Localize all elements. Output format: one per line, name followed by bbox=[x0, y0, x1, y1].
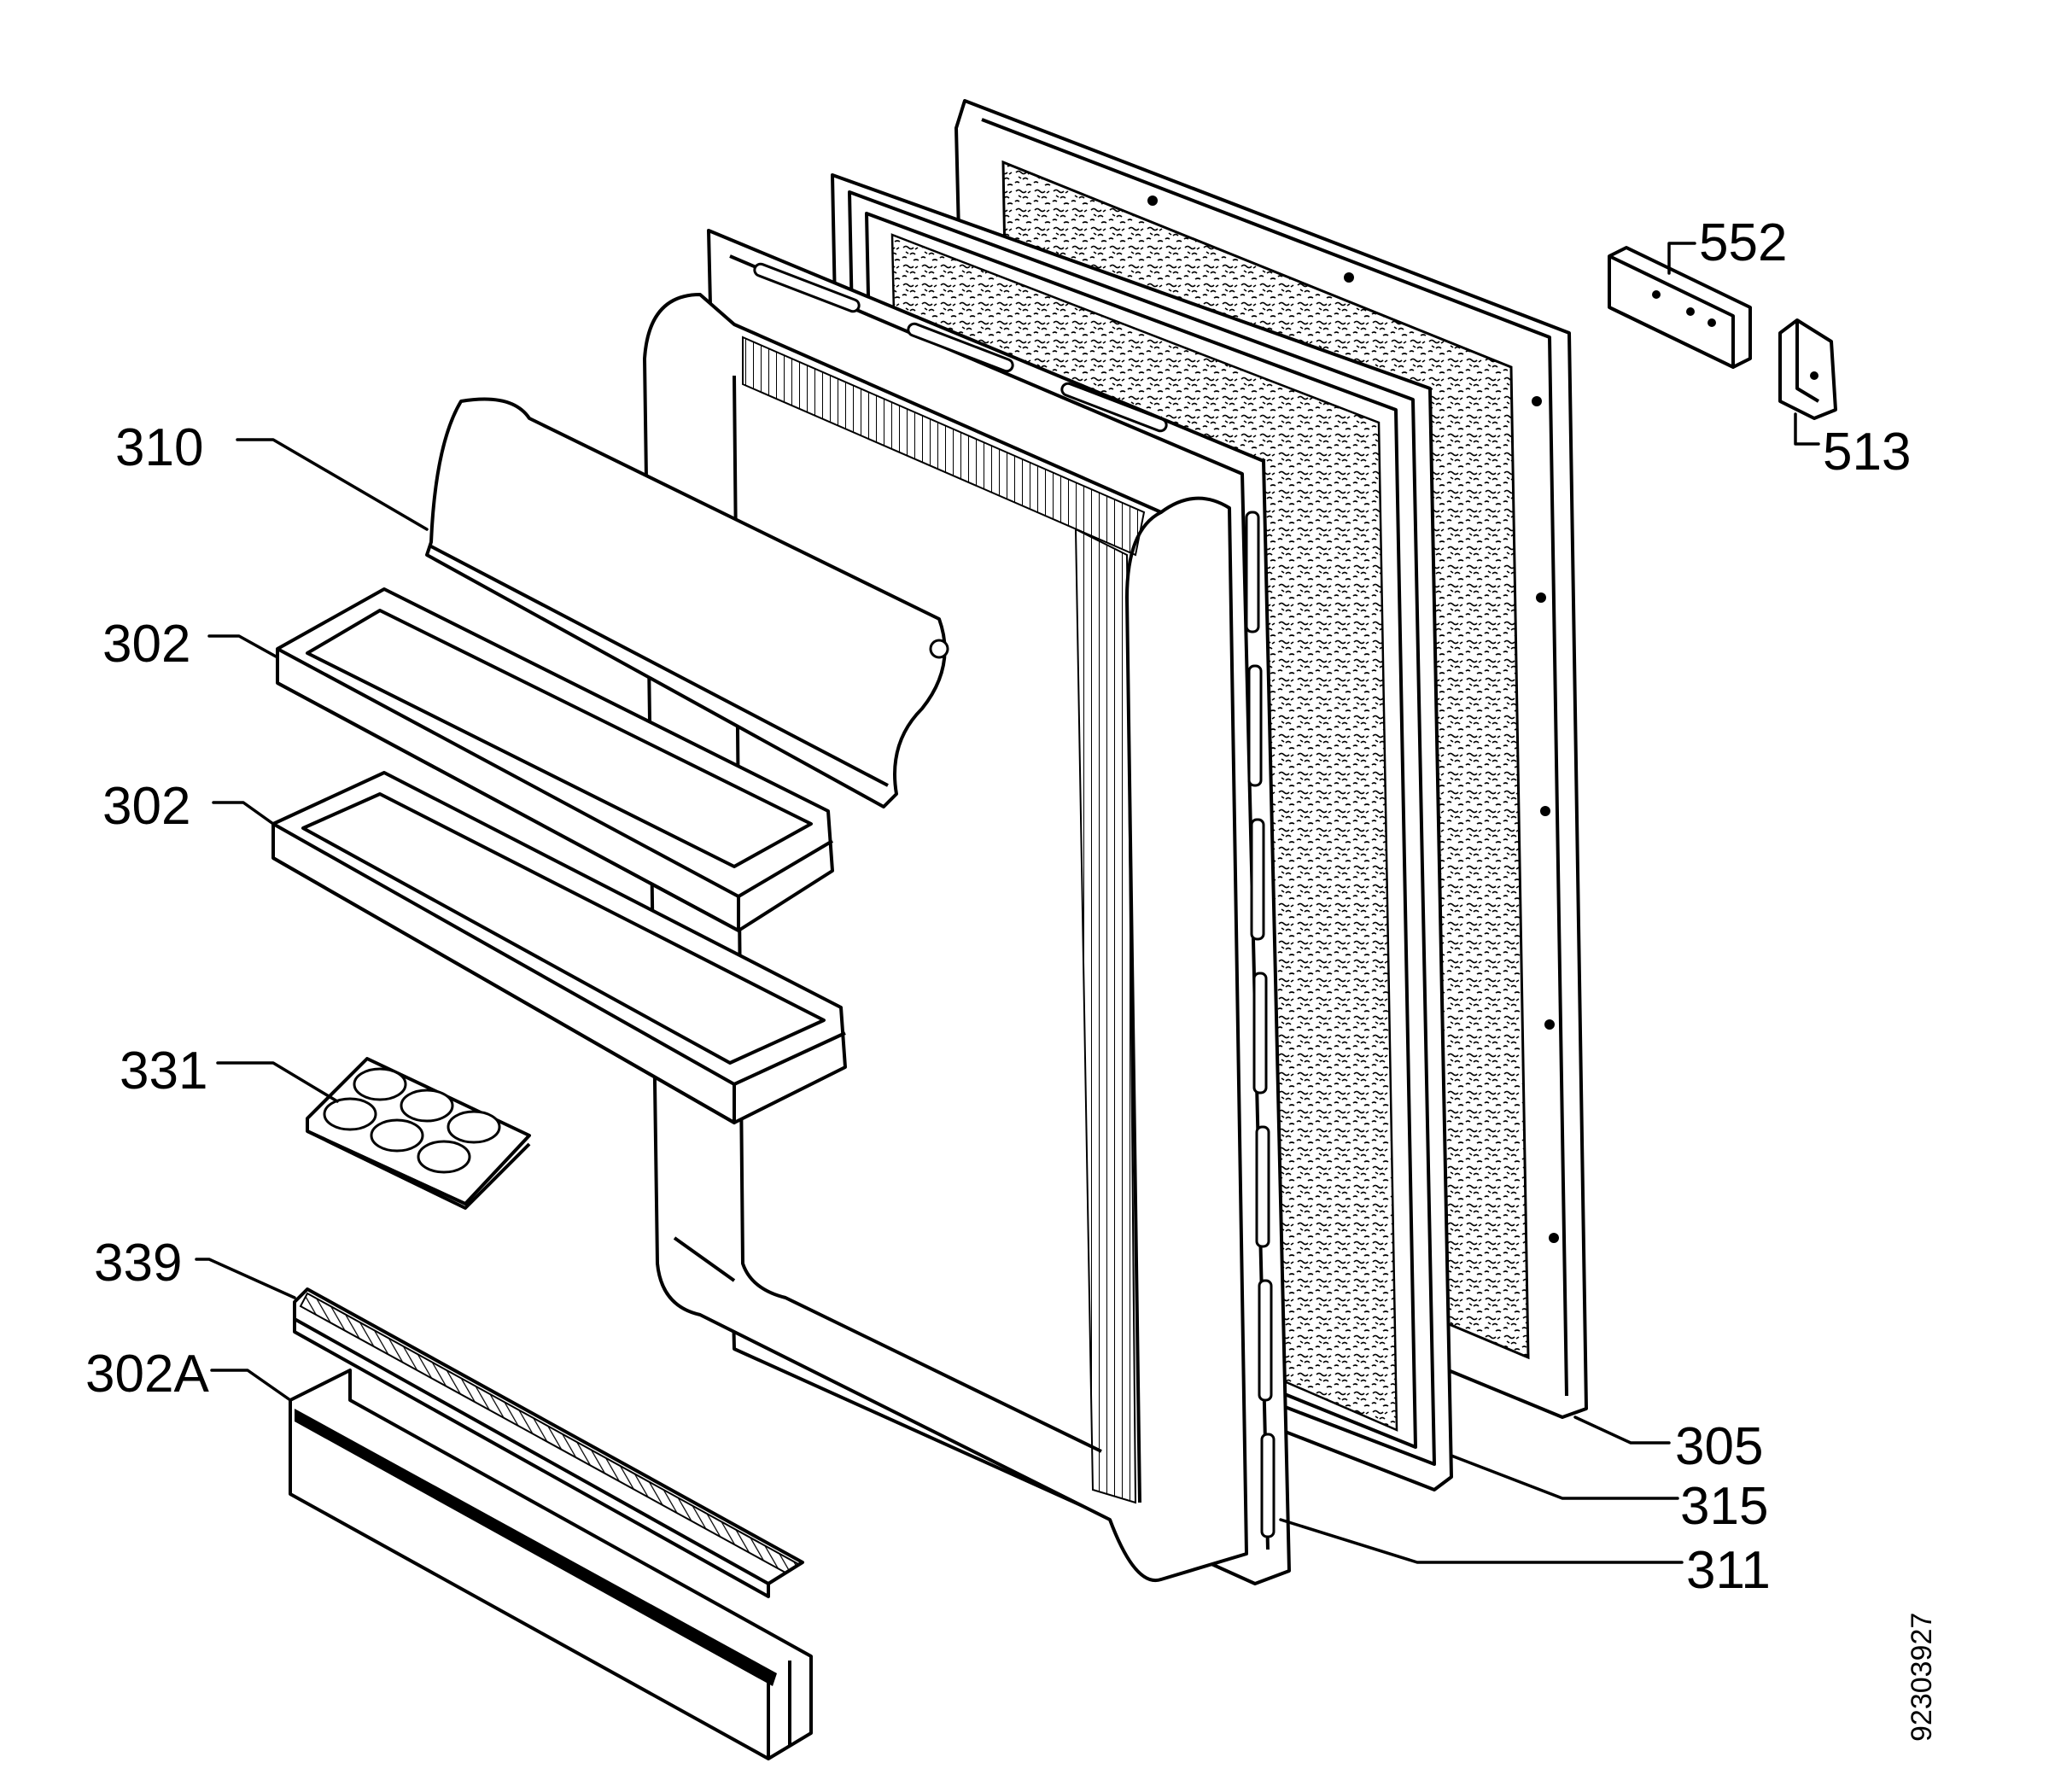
label-339: 339 bbox=[94, 1234, 182, 1293]
door-shelf-302-lower bbox=[271, 771, 847, 1124]
label-315: 315 bbox=[1680, 1477, 1768, 1536]
leader-lines bbox=[195, 242, 1820, 1564]
retainer-bar-339 bbox=[293, 1287, 804, 1598]
label-302-lower: 302 bbox=[102, 777, 190, 836]
label-331: 331 bbox=[120, 1042, 207, 1100]
label-552: 552 bbox=[1699, 213, 1787, 272]
label-302-upper: 302 bbox=[102, 615, 190, 674]
drawing-number: 92303927 bbox=[1906, 1613, 1938, 1742]
label-310: 310 bbox=[115, 418, 203, 477]
egg-tray-331 bbox=[306, 1057, 531, 1210]
label-513: 513 bbox=[1823, 423, 1911, 482]
shelf-cover-310 bbox=[425, 397, 949, 808]
door-shelf-302-upper bbox=[276, 587, 834, 932]
label-302A: 302A bbox=[85, 1345, 209, 1404]
bracket-513 bbox=[1778, 318, 1837, 420]
label-305: 305 bbox=[1675, 1417, 1763, 1476]
label-311: 311 bbox=[1686, 1541, 1771, 1600]
part-labels: 310 302 302 331 339 302A 552 513 305 315… bbox=[85, 213, 1911, 1600]
hinge-plate-552 bbox=[1608, 246, 1752, 369]
bottle-shelf-302A bbox=[289, 1369, 813, 1760]
